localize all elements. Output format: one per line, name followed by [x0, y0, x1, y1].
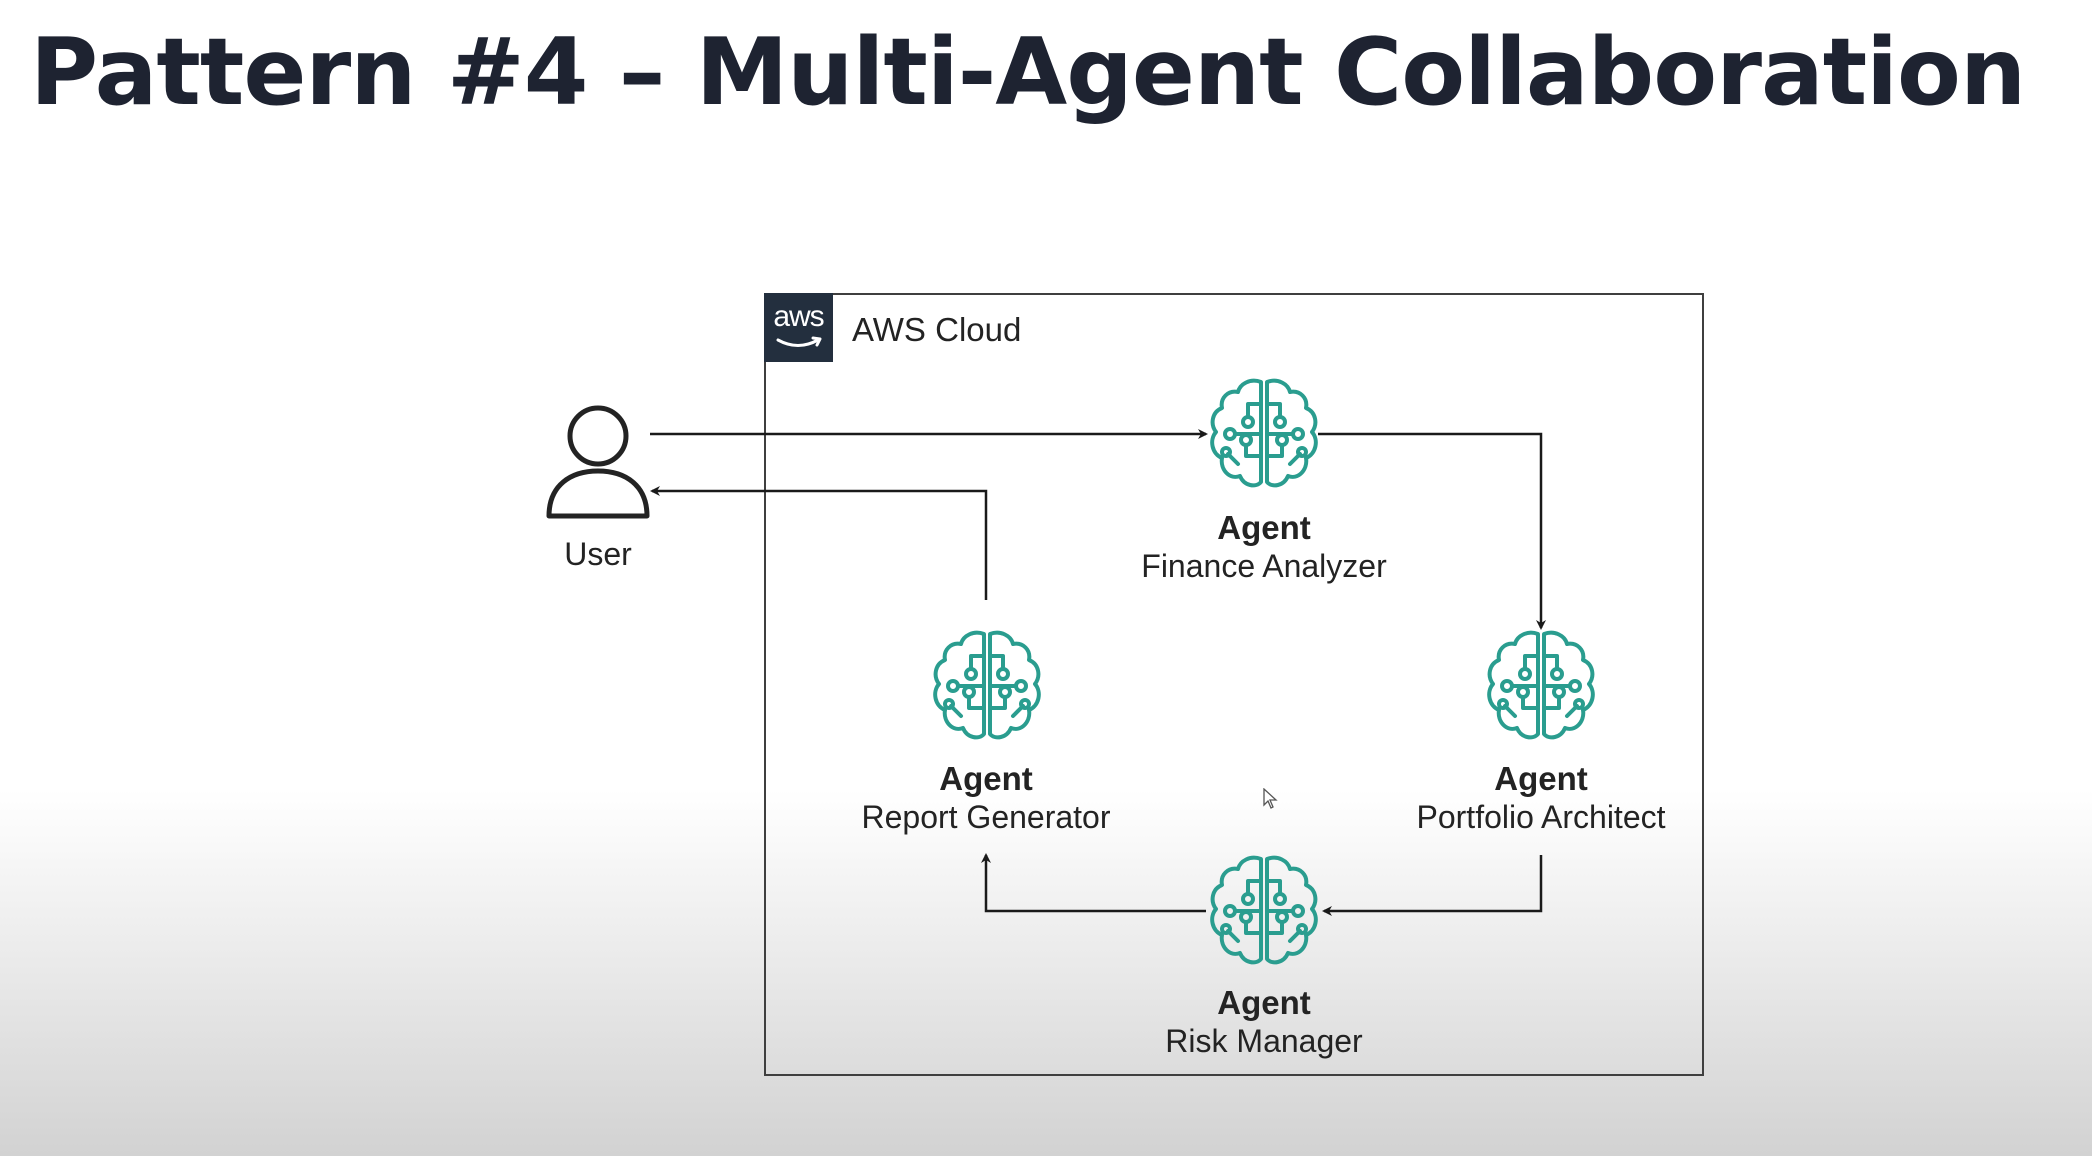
aws-logo: aws — [764, 293, 833, 362]
agent-kind-label: Agent — [1494, 760, 1588, 797]
agent-name-label: Report Generator — [861, 799, 1111, 835]
arrow-finance-to-portfolio — [1318, 432, 1546, 630]
agent-risk-manager: Agent Risk Manager — [1064, 983, 1464, 1061]
mouse-cursor-icon — [1263, 788, 1278, 809]
brain-icon — [1210, 378, 1318, 488]
user-label: User — [564, 536, 632, 572]
aws-cloud-group — [764, 293, 1704, 1076]
agent-name-label: Portfolio Architect — [1416, 799, 1666, 835]
arrow-portfolio-to-risk — [1322, 855, 1543, 916]
agent-name-label: Finance Analyzer — [1141, 548, 1387, 584]
agent-kind-label: Agent — [1217, 984, 1311, 1021]
slide-title: Pattern #4 – Multi-Agent Collaboration — [30, 18, 2026, 126]
arrow-report-to-user — [650, 486, 988, 600]
brain-icon — [933, 630, 1041, 740]
agent-finance-analyzer: Agent Finance Analyzer — [1064, 508, 1464, 586]
arrow-risk-to-report — [981, 853, 1206, 913]
agent-report-generator: Agent Report Generator — [786, 759, 1186, 837]
user-icon — [546, 405, 650, 519]
aws-cloud-label: AWS Cloud — [852, 311, 1022, 348]
aws-logo-text: aws — [773, 300, 824, 333]
aws-smile-icon — [776, 336, 822, 347]
agent-portfolio-architect: Agent Portfolio Architect — [1341, 759, 1741, 837]
agent-name-label: Risk Manager — [1165, 1023, 1363, 1059]
brain-icon — [1210, 855, 1318, 965]
brain-icon — [1487, 630, 1595, 740]
agent-kind-label: Agent — [1217, 509, 1311, 546]
agent-kind-label: Agent — [939, 760, 1033, 797]
